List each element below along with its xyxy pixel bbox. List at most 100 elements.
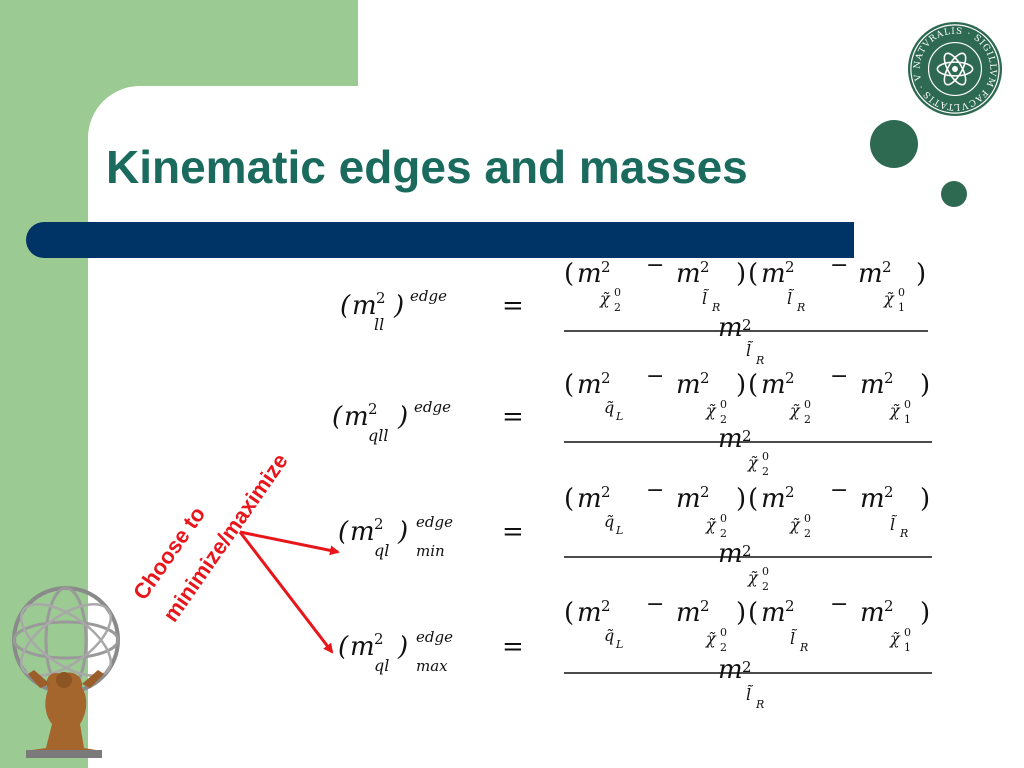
eq4-num-sub3-idx: R [799,641,808,654]
eq3-num-sub4-idx: R [899,527,908,540]
eq2-sq: 2 [368,400,378,418]
decorative-dot-small [941,181,967,207]
eq2-num-sub3-sup: 0 [804,398,811,411]
eq1-sup: edge [410,287,447,305]
eq2-num-sub4-idx: 1 [904,413,911,426]
eq2-m: m [344,402,369,432]
eq3-rparen: ) [397,517,408,547]
eq2-num-minus1: − [646,364,664,389]
eq4-num-sub4: χ̃ [889,629,901,648]
eq3-num-m3: m [761,484,786,514]
eq4-num-sub2: χ̃ [705,629,717,648]
eq3-num-lp2: ( [748,484,758,514]
eq4-sub: ql [374,656,389,675]
eq1-den-m: m [718,313,743,343]
eq4-sq: 2 [374,630,384,648]
eq1-num-sub2: l̃ [702,289,710,308]
eq4-num-sq4: 2 [884,597,894,615]
eq4-rparen: ) [397,632,408,662]
eq2-num-m1: m [577,370,602,400]
eq3-num-sub1: q̃ [604,512,614,531]
eq3-num-sub3: χ̃ [789,515,801,534]
eq1-num-sq2: 2 [700,258,710,276]
eq2-num-lp2: ( [748,370,758,400]
eq1-num-rp2: ) [916,259,926,289]
eq2-num-sq4: 2 [884,369,894,387]
equation-row-ql-max: ( m 2 ql ) edge max = ( m 2 q̃ L − m 2 χ… [338,592,932,711]
eq3-den-m: m [718,539,743,569]
eq3-num-sq1: 2 [601,483,611,501]
eq1-num-sub3-idx: R [796,301,805,314]
university-seal-icon: NATVRALIS · SIGILLVM FACVLTATIS · VNIVER… [906,20,1003,117]
eq2-num-sub4: χ̃ [889,401,901,420]
eq4-num-minus1: − [646,592,664,617]
eq2-num-sub3-idx: 2 [804,413,811,426]
eq2-sup: edge [414,398,451,416]
eq2-num-sq3: 2 [785,369,795,387]
eq2-num-sub2-sup: 0 [720,398,727,411]
eq1-num-minus1: − [646,253,664,278]
eq2-num-sub4-sup: 0 [904,398,911,411]
eq4-lparen: ( [338,632,349,662]
eq1-sq: 2 [376,289,386,307]
eq1-num-m4: m [858,259,883,289]
eq1-den-sub-idx: R [755,354,764,367]
eq1-sub: ll [374,315,384,334]
eq2-lparen: ( [332,402,343,432]
eq1-num-lp2: ( [748,259,758,289]
eq2-den-m: m [718,424,743,454]
eq4-num-m4: m [860,598,885,628]
eq4-num-sub2-idx: 2 [720,641,727,654]
eq3-equals: = [502,517,524,547]
eq4-num-m1: m [577,598,602,628]
eq1-num-sub4-sup: 0 [898,286,905,299]
eq1-num-sub1-sup: 0 [614,286,621,299]
eq3-sub-min: min [416,542,445,560]
eq1-den-sq: 2 [742,316,752,334]
eq4-den-sq: 2 [742,658,752,676]
eq3-sup: edge [416,513,453,531]
eq2-den-sub: χ̃ [747,453,759,472]
equation-row-ql-min: ( m 2 ql ) edge min = ( m 2 q̃ L − m 2 χ… [338,478,932,593]
eq4-num-sq1: 2 [601,597,611,615]
eq3-num-m1: m [577,484,602,514]
eq4-m: m [350,632,375,662]
eq2-rparen: ) [397,402,408,432]
eq4-num-sub3: l̃ [790,629,798,648]
eq1-num-sub3: l̃ [787,289,795,308]
eq2-num-m3: m [761,370,786,400]
eq3-num-rp1: ) [736,484,746,514]
eq4-num-sub4-idx: 1 [904,641,911,654]
eq3-den-sub: χ̃ [747,568,759,587]
eq3-num-minus1: − [646,478,664,503]
eq4-sub-max: max [416,657,448,675]
eq2-num-sq2: 2 [700,369,710,387]
eq1-num-sub1-idx: 2 [614,301,621,314]
eq1-num-m1: m [577,259,602,289]
eq2-num-sub3: χ̃ [789,401,801,420]
eq2-num-lp1: ( [564,370,574,400]
eq3-num-rp2: ) [920,484,930,514]
eq3-num-sub1-idx: L [615,524,623,537]
eq2-num-m2: m [676,370,701,400]
eq3-num-sub2: χ̃ [705,515,717,534]
eq4-num-lp2: ( [748,598,758,628]
eq2-num-sub1-idx: L [615,410,623,423]
eq3-num-sub3-sup: 0 [804,512,811,525]
eq3-sub: ql [374,541,389,560]
eq4-den-m: m [718,655,743,685]
eq2-den-sq: 2 [742,427,752,445]
eq1-num-sub1: χ̃ [599,289,611,308]
eq4-num-m3: m [761,598,786,628]
eq4-num-sub4-sup: 0 [904,626,911,639]
eq1-num-rp1: ) [736,259,746,289]
eq1-den-sub: l̃ [746,341,754,360]
eq2-num-sub2: χ̃ [705,401,717,420]
eq1-num-sub4-idx: 1 [898,301,905,314]
eq2-den-sub-idx: 2 [762,465,769,478]
content-card [88,86,1024,768]
eq1-num-lp1: ( [564,259,574,289]
eq4-num-rp1: ) [736,598,746,628]
eq4-equals: = [502,632,524,662]
